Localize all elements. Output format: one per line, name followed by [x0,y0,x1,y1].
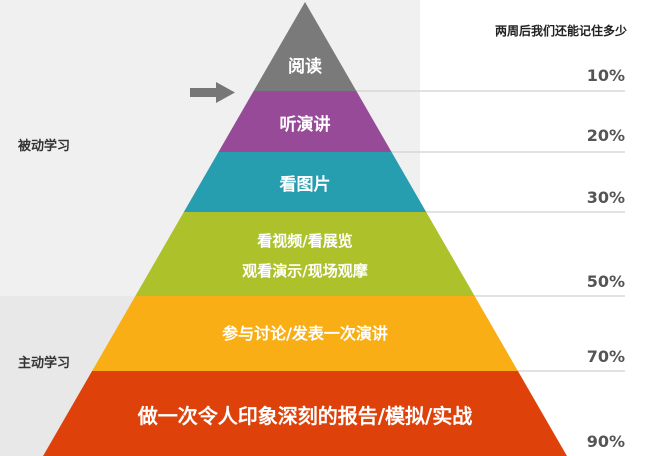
layer-practice: 做一次令人印象深刻的报告/模拟/实战 [137,404,473,428]
pyramid-layer [183,152,427,212]
retention-70: 70% [586,347,625,366]
pyramid-layer [135,212,475,296]
active-learning-label: 主动学习 [18,356,71,371]
retention-90: 90% [586,432,625,451]
layer-lecture: 听演讲 [279,115,331,135]
layer-discussion: 参与讨论/发表一次演讲 [222,324,388,343]
layer-video: 看视频/看展览 [257,232,353,250]
retention-title: 两周后我们还能记住多少 [494,24,627,38]
passive-learning-label: 被动学习 [18,139,71,154]
layer-reading: 阅读 [288,57,322,77]
layer-demo: 观看演示/现场观摩 [242,262,368,280]
retention-10: 10% [586,66,625,85]
arrow-right-icon [190,82,235,103]
pyramid-layer [218,91,392,152]
pyramid-layer [43,371,567,456]
pyramid-layer [253,2,357,91]
retention-50: 50% [586,272,625,291]
pyramid-layer [92,296,518,371]
layer-pictures: 看图片 [279,175,331,195]
retention-20: 20% [586,126,625,145]
retention-30: 30% [586,188,625,207]
